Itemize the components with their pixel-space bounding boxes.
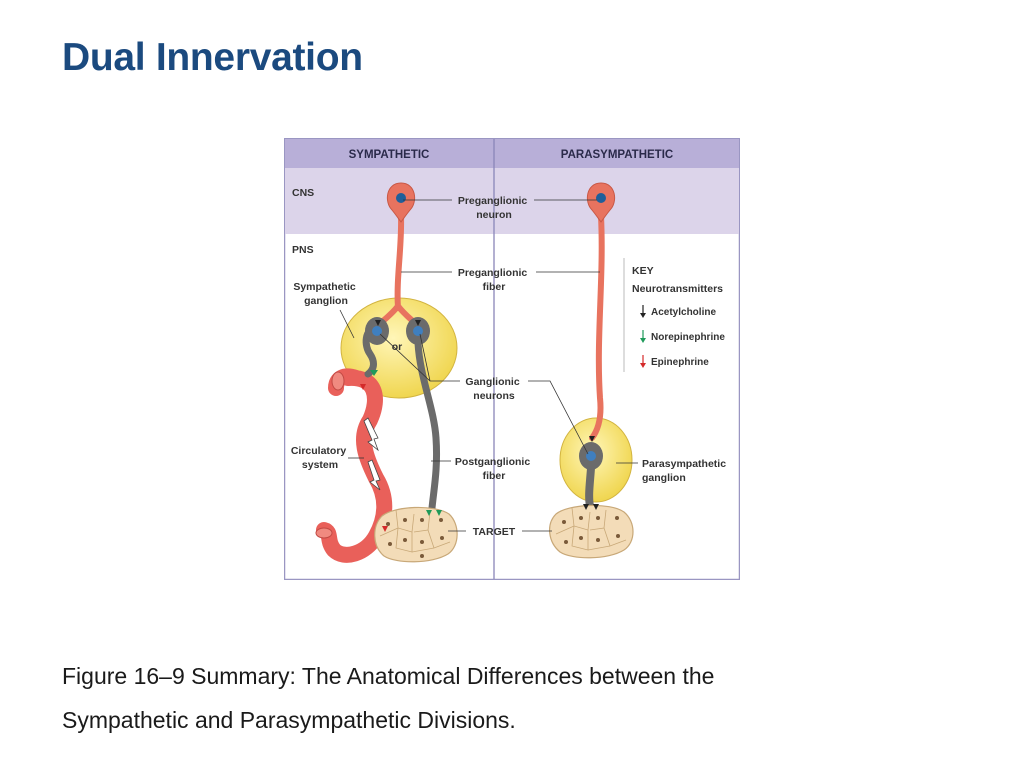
- target-cell-nuclei: [562, 516, 620, 544]
- key-subtitle: Neurotransmitters: [632, 283, 723, 295]
- label-parasympathetic-ganglion: Parasympathetic ganglion: [642, 458, 729, 484]
- label-target: TARGET: [473, 526, 516, 538]
- label-sympathetic-ganglion: Sympathetic ganglion: [293, 281, 358, 307]
- label-or: or: [392, 341, 403, 353]
- target-cell-nuclei: [386, 518, 444, 558]
- cns-band: [285, 168, 739, 234]
- leader-line: [379, 333, 460, 382]
- vessel-opening-bottom: [315, 527, 333, 539]
- sympathetic-header: SYMPATHETIC: [349, 149, 430, 161]
- flow-arrow: [367, 459, 381, 491]
- ganglionic-nucleus: [586, 451, 596, 461]
- header-band: [285, 139, 739, 168]
- slide-title: Dual Innervation: [62, 36, 363, 79]
- parasympathetic-preganglionic-fiber: [589, 213, 605, 441]
- acetylcholine-key-arrow: [640, 313, 646, 318]
- norepinephrine-arrows: [370, 370, 442, 516]
- autonomic-divisions-diagram: SYMPATHETIC PARASYMPATHETIC CNS PNS: [284, 138, 740, 580]
- sympathetic-preganglionic-nucleus: [396, 193, 406, 203]
- key-norepinephrine: Norepinephrine: [651, 332, 725, 343]
- leader-line: [528, 380, 589, 455]
- epinephrine-arrows: [360, 384, 388, 532]
- sympathetic-target-tissue: [374, 506, 458, 563]
- label-preganglionic-fiber: Preganglionic fiber: [458, 267, 530, 293]
- target-cells: [555, 507, 627, 551]
- ganglionic-nucleus: [372, 326, 382, 336]
- cns-label: CNS: [292, 187, 314, 199]
- leader-line: [339, 309, 355, 339]
- label-postganglionic-fiber: Postganglionic fiber: [455, 456, 533, 482]
- key-epinephrine: Epinephrine: [651, 357, 709, 368]
- norepinephrine-key-arrow: [640, 338, 646, 343]
- pns-label: PNS: [292, 244, 314, 256]
- neurotransmitter-key: KEY Neurotransmitters Acetylcholine Nore…: [623, 258, 725, 372]
- label-preganglionic-neuron: Preganglionic neuron: [458, 195, 530, 221]
- acetylcholine-arrows: [375, 320, 421, 326]
- ganglionic-nucleus: [413, 326, 423, 336]
- parasympathetic-preganglionic-nucleus: [596, 193, 606, 203]
- vessel-opening-top: [331, 371, 345, 391]
- label-ganglionic-neurons: Ganglionic neurons: [465, 376, 522, 402]
- key-title: KEY: [632, 265, 654, 277]
- key-acetylcholine: Acetylcholine: [651, 307, 716, 318]
- caption-line-1: Figure 16–9 Summary: The Anatomical Diff…: [62, 663, 715, 689]
- epinephrine-key-arrow: [640, 363, 646, 368]
- parasympathetic-target-tissue: [549, 504, 634, 559]
- caption-line-2: Sympathetic and Parasympathetic Division…: [62, 707, 516, 733]
- target-cells: [379, 509, 451, 553]
- flow-arrow: [363, 417, 379, 452]
- parasympathetic-header: PARASYMPATHETIC: [561, 149, 673, 161]
- parasympathetic-postganglionic-fiber: [585, 464, 595, 510]
- acetylcholine-arrows: [583, 436, 599, 510]
- figure-caption: Figure 16–9 Summary: The Anatomical Diff…: [62, 654, 962, 742]
- postganglionic-fiber: [414, 339, 441, 512]
- label-circulatory-system: Circulatory system: [291, 445, 349, 471]
